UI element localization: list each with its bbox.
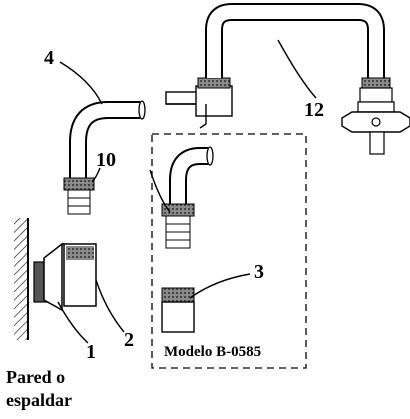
leader-3 — [189, 273, 251, 299]
part-3-coupling — [161, 287, 195, 333]
leader-lines — [57, 39, 317, 344]
part-12-bent-pipe — [205, 3, 385, 78]
part-10-bent-tube — [161, 146, 214, 249]
callout-4: 4 — [44, 47, 54, 69]
callout-1: 1 — [86, 341, 96, 363]
wall-label-line-2: espaldar — [6, 390, 73, 410]
part-1-flange — [33, 242, 63, 312]
elbow-fitting — [165, 77, 233, 129]
model-label: Modelo B-0585 — [164, 344, 262, 360]
part-4-bent-tube — [63, 100, 146, 215]
leader-10a — [91, 167, 101, 183]
leader-4 — [59, 61, 103, 105]
wall-label-line-1: Pared o — [6, 367, 66, 387]
leader-1 — [57, 301, 89, 344]
leader-10b — [149, 169, 171, 213]
valve-connector — [341, 77, 410, 155]
leader-12 — [277, 39, 317, 99]
wall — [14, 218, 29, 340]
leader-2 — [95, 279, 125, 333]
callout-2: 2 — [124, 329, 134, 351]
model-box — [151, 133, 307, 369]
part-2-adapter — [62, 243, 97, 307]
callout-12: 12 — [304, 99, 324, 121]
callout-10: 10 — [96, 149, 116, 171]
callout-3: 3 — [254, 261, 264, 283]
wall-label: Pared o espaldar — [6, 366, 72, 412]
